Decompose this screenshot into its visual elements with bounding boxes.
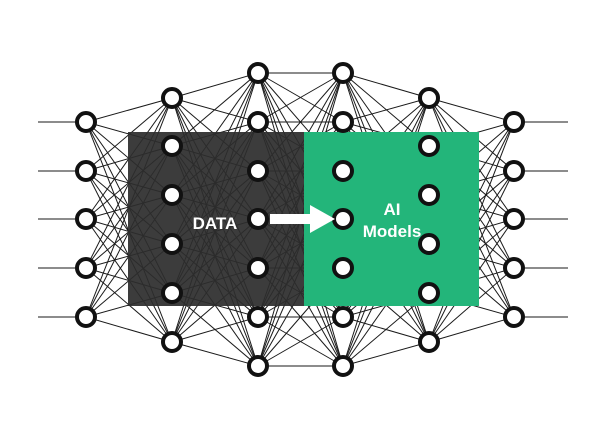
network-node-hidden-3 [332,257,354,279]
network-node-hidden-4 [418,87,440,109]
network-node-hidden-1 [161,87,183,109]
network-node-hidden-1 [161,184,183,206]
data-label: DATA [192,214,238,233]
network-edge [342,97,430,123]
network-node-input [75,306,97,328]
network-node-output [503,160,525,182]
network-edge [171,316,259,343]
network-node-hidden-4 [418,282,440,304]
network-node-hidden-2 [247,62,269,84]
network-node-hidden-2 [247,208,269,230]
network-edge [85,316,173,343]
network-edge [85,97,173,123]
right-arrow-icon [270,205,335,233]
ai-label-line2: Models [362,222,422,241]
network-edge [171,341,259,367]
network-node-hidden-2 [247,355,269,377]
network-node-hidden-3 [332,62,354,84]
network-node-hidden-4 [418,184,440,206]
network-node-hidden-3 [332,306,354,328]
ai-label-line1: AI [383,200,401,219]
network-node-hidden-3 [332,111,354,133]
network-node-hidden-1 [161,135,183,157]
network-node-output [503,306,525,328]
network-node-hidden-1 [161,233,183,255]
network-node-input [75,111,97,133]
ai-models-label: AI Models [340,199,444,243]
network-node-hidden-4 [418,135,440,157]
network-node-hidden-4 [418,331,440,353]
network-edge [342,72,430,99]
network-node-hidden-3 [332,355,354,377]
network-node-hidden-3 [332,160,354,182]
network-edge [171,72,259,99]
network-edge [428,316,515,343]
network-node-hidden-2 [247,160,269,182]
network-edge [257,72,344,123]
network-nodes [75,62,525,377]
network-node-hidden-2 [247,306,269,328]
network-edge [428,97,515,123]
network-node-input [75,208,97,230]
network-node-hidden-4 [418,233,440,255]
network-node-input [75,160,97,182]
network-node-hidden-1 [161,331,183,353]
network-node-output [503,208,525,230]
network-node-hidden-2 [247,257,269,279]
network-edge [342,341,430,367]
network-node-hidden-2 [247,111,269,133]
network-node-output [503,111,525,133]
network-node-output [503,257,525,279]
network-node-input [75,257,97,279]
network-edge [257,316,344,367]
network-node-hidden-1 [161,282,183,304]
